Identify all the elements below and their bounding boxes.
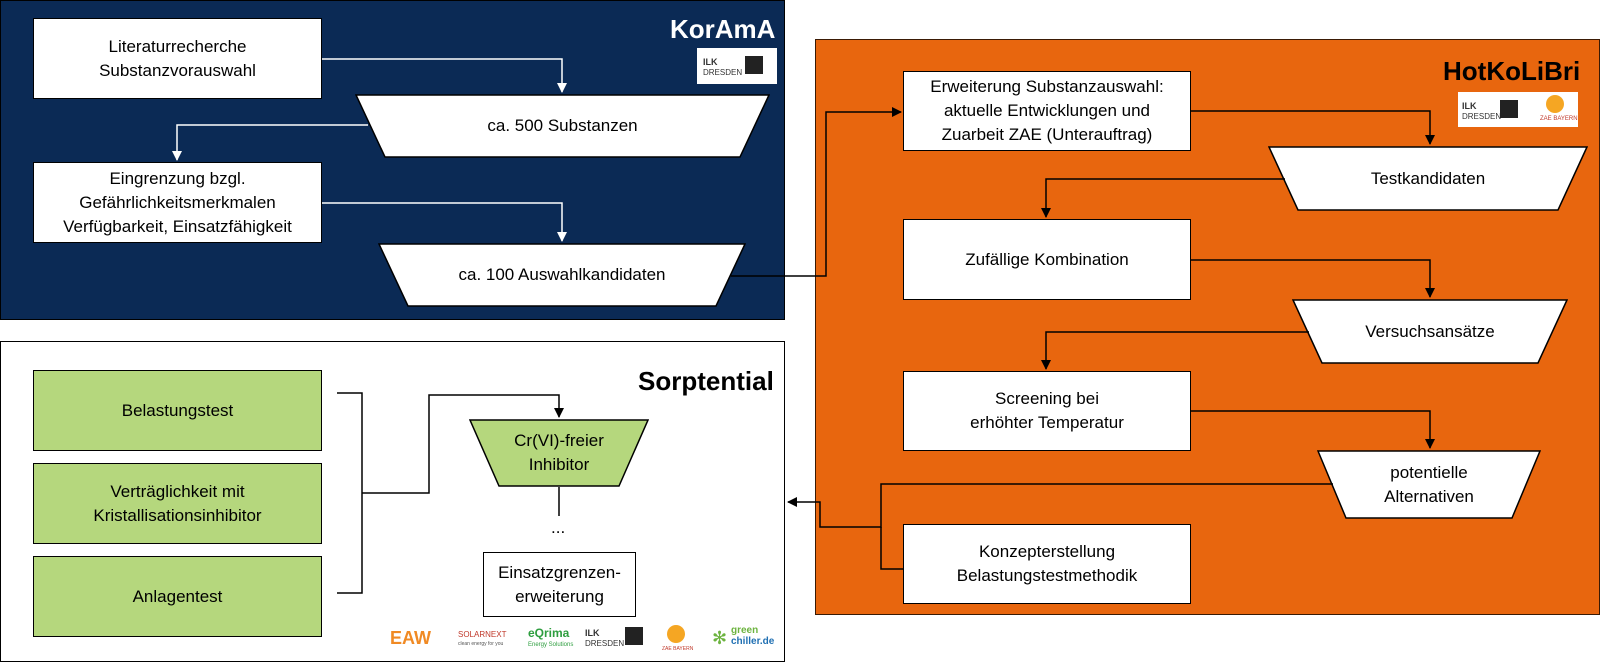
ilk-logo-city: DRESDEN <box>1462 112 1502 121</box>
trapezoid-shape <box>378 243 746 307</box>
screening-box: Screening bei erhöhter Temperatur <box>903 371 1191 451</box>
experiment-approaches-label: Versuchsansätze <box>1365 321 1495 341</box>
random-combination-box: Zufällige Kombination <box>903 219 1191 300</box>
zae-sun-icon <box>667 625 685 643</box>
test-candidates-label: Testkandidaten <box>1370 168 1486 188</box>
candidates-100-trapezoid: ca. 100 Auswahlkandidaten <box>378 243 746 307</box>
substances-500-label: ca. 500 Substanzen <box>487 116 638 135</box>
potential-alternatives-trapezoid: potentielle Alternativen <box>1317 450 1541 519</box>
connector-500-to-eingrenzung <box>172 124 368 161</box>
ilk-logo-name: ILK <box>1462 101 1477 111</box>
connector-screening-to-potentiell <box>1191 410 1435 449</box>
literature-search-box: Literaturrecherche Substanzvorauswahl <box>33 18 322 99</box>
ilk-logo-city: DRESDEN <box>703 68 743 77</box>
ellipsis-text: ... <box>551 518 566 537</box>
connector-konzept-to-merge <box>880 527 903 570</box>
hotkolibri-title: HotKoLiBri <box>1443 56 1581 86</box>
zae-logo-text: ZAE BAYERN <box>1540 116 1578 122</box>
eaw-logo: EAW <box>390 628 432 648</box>
korama-ilk-logo: ILK DRESDEN <box>697 48 777 84</box>
connector-versuch-to-screening <box>1041 331 1309 370</box>
zae-logo-text: ZAE BAYERN <box>662 646 694 652</box>
connector-eingrenzung-to-100 <box>322 202 567 242</box>
eqrima-subtitle: Energy Solutions <box>528 642 574 648</box>
ilk-mark-icon <box>1500 100 1518 118</box>
substance-extension-box: Erweiterung Substanzauswahl: aktuelle En… <box>903 71 1191 151</box>
plant-test-box: Anlagentest <box>33 556 322 637</box>
trapezoid-shape <box>1292 299 1568 364</box>
solarnext-subtitle: clean energy for you <box>458 641 504 647</box>
greenchiller-logo-line1: green <box>731 625 759 636</box>
inhibitor-label: Cr(VI)-freier Inhibitor <box>514 431 604 474</box>
candidates-100-label: ca. 100 Auswahlkandidaten <box>458 265 666 284</box>
experiment-approaches-trapezoid: Versuchsansätze <box>1292 299 1568 364</box>
trapezoid-shape <box>469 419 649 487</box>
trapezoid-shape <box>1317 450 1541 519</box>
concept-creation-box: Konzepterstellung Belastungstestmethodik <box>903 524 1191 604</box>
application-limits-box: Einsatzgrenzen- erweiterung <box>483 552 636 617</box>
sorptential-title: Sorptential <box>638 366 774 396</box>
restriction-criteria-box: Eingrenzung bzgl. Gefährlichkeitsmerkmal… <box>33 162 322 243</box>
trapezoid-shape <box>355 94 770 158</box>
load-test-box: Belastungstest <box>33 370 322 451</box>
connector-literature-to-500 <box>322 58 567 93</box>
compatibility-box: Verträglichkeit mit Kristallisationsinhi… <box>33 463 322 544</box>
greenchiller-logo-line2: chiller.de <box>731 636 775 647</box>
inhibitor-trapezoid: Cr(VI)-freier Inhibitor <box>469 419 649 487</box>
zae-sun-icon <box>1546 95 1564 113</box>
ilk-mark-icon <box>625 627 643 645</box>
greenchiller-snowflake-icon: ✻ <box>712 628 728 648</box>
korama-title: KorAmA <box>670 14 776 44</box>
potential-alternatives-label: potentielle Alternativen <box>1384 462 1474 506</box>
eqrima-logo: eQrima <box>528 626 570 640</box>
bracket-green-boxes <box>337 392 363 594</box>
trapezoid-shape <box>1268 146 1588 211</box>
ilk-logo-text: ILK DRESDEN <box>1462 101 1501 122</box>
substances-500-trapezoid: ca. 500 Substanzen <box>355 94 770 158</box>
ilk-logo-name: ILK <box>703 57 718 67</box>
ilk-logo-text: ILK DRESDEN <box>703 57 742 78</box>
connector-test-to-zufall <box>1041 178 1285 218</box>
connector-potentiell-to-sorptential <box>787 483 1333 528</box>
partner-logos-row: EAW SOLARNEXT clean energy for you eQrim… <box>385 624 780 658</box>
ilk-mark-icon <box>745 56 763 74</box>
ilk-logo-city: DRESDEN <box>585 639 625 648</box>
connector-100-to-erweiterung <box>731 107 902 277</box>
ilk-logo-name: ILK <box>585 628 600 638</box>
connector-bracket-to-inhibitor <box>362 394 564 494</box>
test-candidates-trapezoid: Testkandidaten <box>1268 146 1588 211</box>
connector-zufall-to-versuch <box>1191 259 1435 298</box>
solarnext-logo: SOLARNEXT <box>458 630 507 639</box>
hotkolibri-partner-logos: ILK DRESDEN ZAE BAYERN <box>1458 92 1578 127</box>
connector-erweiterung-to-test <box>1191 110 1435 145</box>
